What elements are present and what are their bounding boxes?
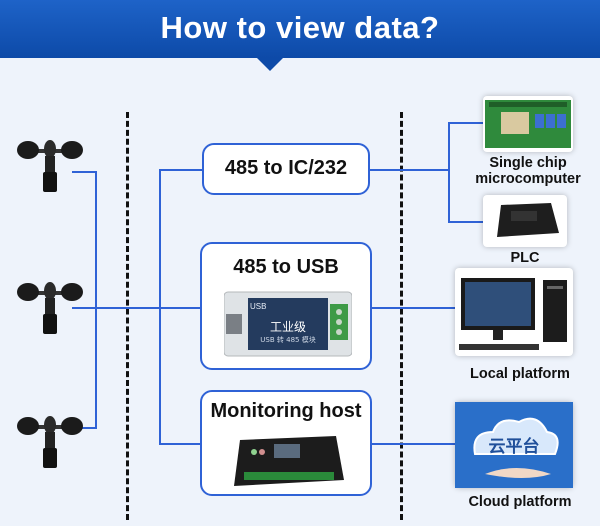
divider-left [126,112,129,520]
usb-side-text: USB [250,302,267,311]
wind-sensor-1 [10,136,90,206]
divider-right [400,112,403,520]
device-label-local-platform: Local platform [470,366,570,382]
converter-label: 485 to USB [233,256,339,278]
page-title: How to view data? [160,10,440,45]
device-label-line2: microcomputer [475,171,581,187]
converter-485-usb: 485 to USB USB 工业级 USB 转 485 模块 [200,242,372,370]
microcontroller-board-image [483,96,573,152]
converter-label: Monitoring host [210,400,362,422]
converter-label: 485 to IC/232 [224,157,348,179]
header-banner: How to view data? [0,0,600,58]
cloud-text: 云平台 [488,437,540,457]
usb-module-text: 工业级 [269,320,306,334]
wind-sensor-3 [10,412,90,482]
device-label-microcomputer: Single chip microcomputer [462,155,594,187]
device-label-plc: PLC [510,250,540,266]
device-label-cloud-platform: Cloud platform [468,494,572,510]
usb-module-subtext: USB 转 485 模块 [260,336,316,344]
monitoring-host-image [228,430,348,492]
plc-image [483,195,567,247]
local-pc-image [455,268,573,356]
usb-module-image: USB 工业级 USB 转 485 模块 [224,288,352,360]
device-label-line1: Single chip [489,155,567,171]
banner-pointer [256,57,284,71]
converter-monitoring-host: Monitoring host [200,390,372,496]
converter-485-ic232: 485 to IC/232 [202,143,370,195]
wind-sensor-2 [10,278,90,348]
cloud-platform-image: 云平台 [455,402,573,488]
